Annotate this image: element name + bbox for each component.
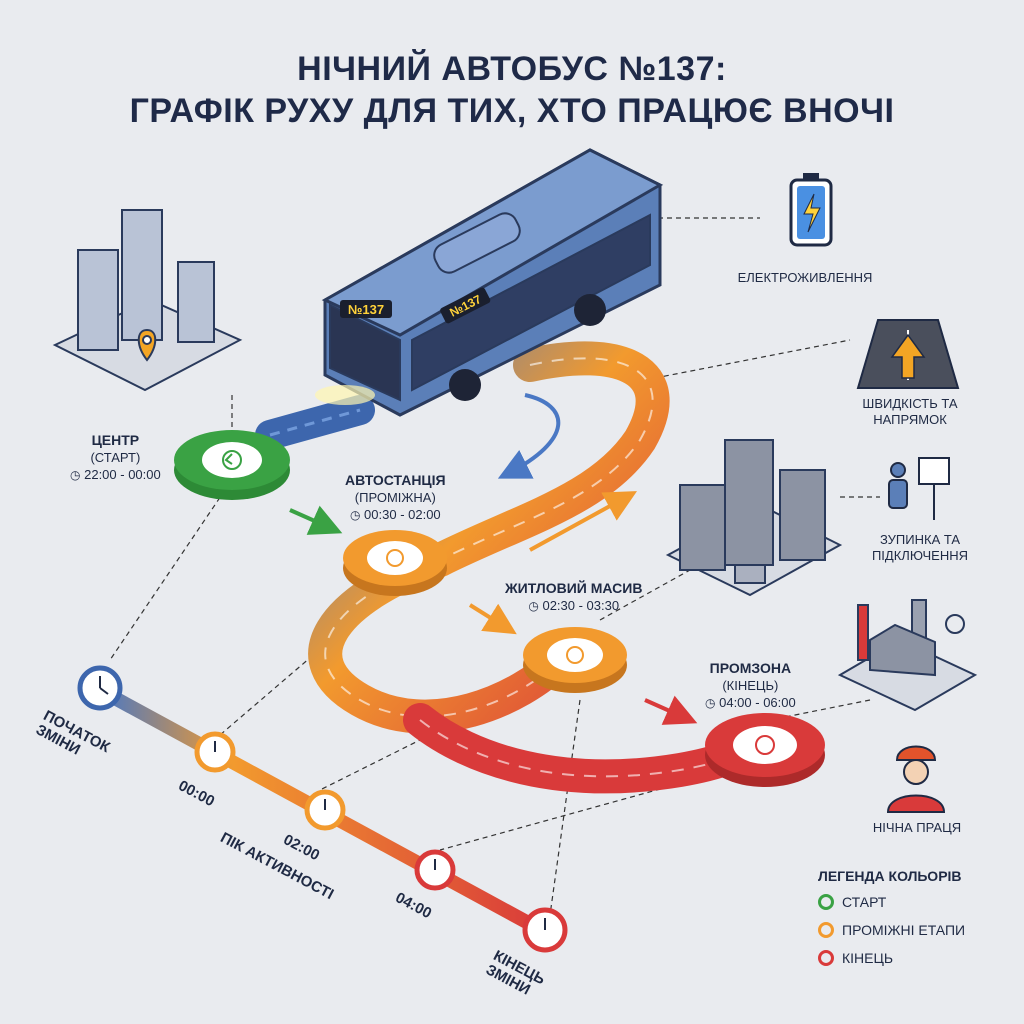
legend-item-end: КІНЕЦЬ: [818, 950, 965, 966]
battery-icon: [789, 173, 833, 247]
residential-icon: [665, 439, 843, 597]
speed-label: ШВИДКІСТЬ та НАПРЯМОК: [862, 396, 958, 427]
stop-connection-label: ЗУПИНКА та ПІДКЛЮЧЕННЯ: [871, 532, 969, 563]
stop-label-center: ЦЕНТР (СТАРТ) ◷ 22:00 - 00:00: [70, 432, 161, 482]
direction-arrows: [289, 393, 698, 725]
bus-front-sign: №137: [348, 302, 384, 317]
power-label: ЕЛЕКТРОЖИВЛЕННЯ: [737, 270, 873, 285]
road-direction-icon: [856, 319, 960, 389]
timeline-clock-end: [522, 907, 568, 953]
city-center-icon: [52, 209, 243, 392]
clock-icon: ◷: [70, 468, 81, 482]
color-legend: ЛЕГЕНДА КОЛЬОРІВ СТАРТ ПРОМІЖНІ ЕТАПИ КІ…: [818, 868, 965, 978]
bus-illustration: №137 №137: [315, 148, 664, 417]
night-worker-icon: [886, 745, 946, 813]
page-subtitle: ГРАФІК РУХУ ДЛЯ ТИХ, ХТО ПРАЦЮЄ ВНОЧІ: [129, 92, 895, 130]
timeline-clock-0200: [304, 789, 346, 831]
page-title: НІЧНИЙ АВТОБУС №137:: [297, 50, 727, 88]
timeline-clock-0000: [194, 731, 236, 773]
orange-dot-icon: [818, 922, 834, 938]
legend-item-middle: ПРОМІЖНІ ЕТАПИ: [818, 922, 965, 938]
stop-disc-center[interactable]: [174, 430, 290, 500]
stop-label-residential: ЖИТЛОВИЙ МАСИВ ◷ 02:30 - 03:30: [505, 580, 643, 613]
clock-icon: ◷: [528, 599, 539, 613]
timeline-clock-start: [77, 665, 123, 711]
stop-label-bus-station: АВТОСТАНЦІЯ (ПРОМІЖНА) ◷ 00:30 - 02:00: [345, 472, 446, 522]
red-dot-icon: [818, 950, 834, 966]
legend-item-start: СТАРТ: [818, 894, 965, 910]
stop-disc-bus-station[interactable]: [343, 530, 447, 596]
bus-stop-icon: [888, 457, 950, 520]
timeline-clock-0400: [414, 849, 456, 891]
night-work-label: НІЧНА ПРАЦЯ: [872, 820, 962, 835]
green-dot-icon: [818, 894, 834, 910]
clock-icon: ◷: [705, 696, 716, 710]
stop-disc-industrial[interactable]: [705, 713, 825, 787]
stop-label-industrial: ПРОМЗОНА (КІНЕЦЬ) ◷ 04:00 - 06:00: [705, 660, 796, 710]
industrial-icon: [837, 599, 978, 712]
legend-title: ЛЕГЕНДА КОЛЬОРІВ: [818, 868, 962, 884]
stop-disc-residential[interactable]: [523, 627, 627, 693]
clock-icon: ◷: [349, 508, 361, 522]
